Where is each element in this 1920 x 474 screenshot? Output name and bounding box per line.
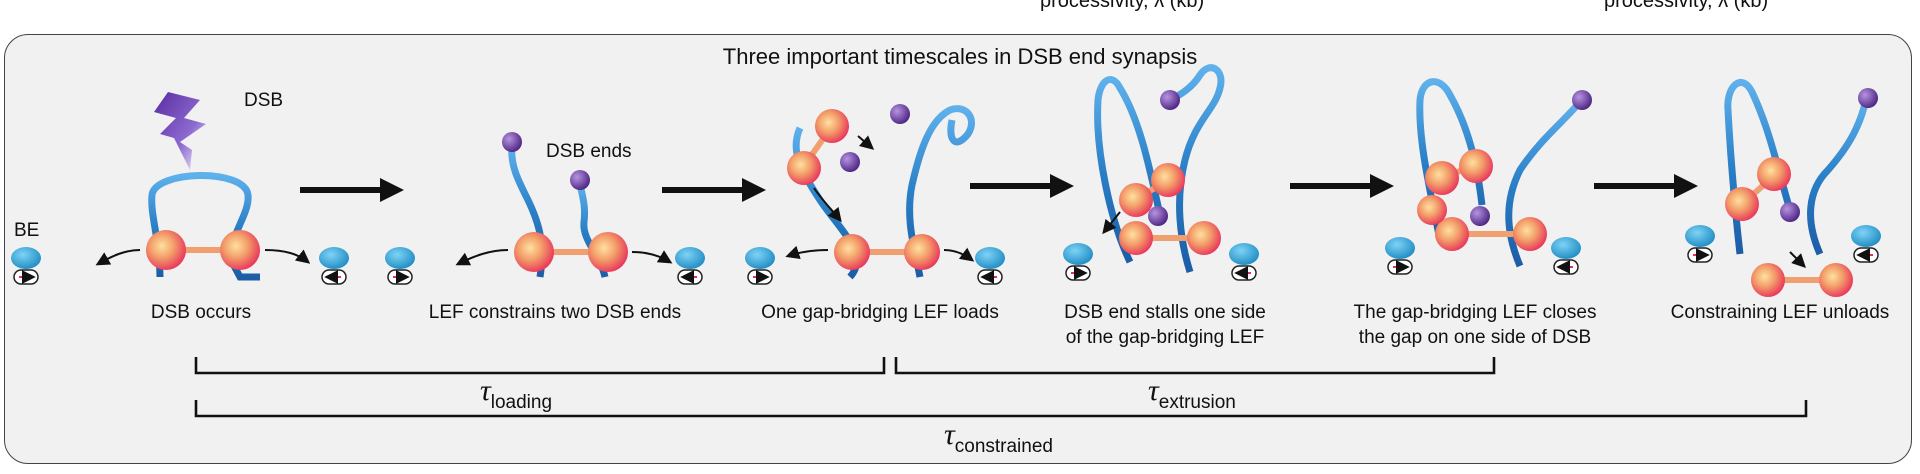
bracket-extrusion xyxy=(894,357,1496,375)
lef-ring xyxy=(1417,195,1447,225)
tau-loading: τloading xyxy=(480,374,552,413)
lef-ring xyxy=(1187,221,1221,255)
unloaded-lef xyxy=(1751,263,1785,297)
extrusion-arrow xyxy=(943,247,975,262)
dsb-end-icon xyxy=(1470,206,1490,226)
boundary-element xyxy=(675,247,705,285)
boundary-element xyxy=(975,247,1005,285)
loading-arrow xyxy=(813,187,842,223)
gap-bridging-lef xyxy=(787,151,821,185)
dsb-label: DSB xyxy=(244,90,283,111)
gap-bridging-lef xyxy=(1151,163,1185,197)
boundary-element xyxy=(1851,225,1881,263)
step-caption: Constraining LEF unloads xyxy=(1670,302,1890,323)
figure-title: Three important timescales in DSB end sy… xyxy=(722,44,1198,69)
gap-bridging-lef xyxy=(815,109,849,143)
dsb-end-icon xyxy=(840,152,860,172)
dsb-bolt-icon xyxy=(154,92,206,170)
extrusion-arrow xyxy=(455,249,509,266)
extrusion-arrow xyxy=(785,245,829,260)
extrusion-arrow xyxy=(631,250,673,264)
processivity-fragment-left: processivity, λ (kb) xyxy=(1040,0,1205,12)
step-1-dsb-occurs xyxy=(6,92,359,285)
bracket-constrained xyxy=(194,400,1808,418)
dsb-end-icon xyxy=(1572,90,1592,110)
boundary-element xyxy=(1551,237,1581,275)
dsb-end-icon xyxy=(1858,88,1878,108)
gap-bridging-lef xyxy=(1119,183,1153,217)
lef-ring xyxy=(834,234,870,270)
boundary-element xyxy=(319,247,349,285)
lef-ring xyxy=(514,232,554,272)
step-caption: LEF constrains two DSB ends xyxy=(428,302,682,323)
step-caption: One gap-bridging LEF loads xyxy=(761,302,999,323)
lef-ring xyxy=(220,230,260,270)
dna-arm xyxy=(1168,64,1225,274)
step-4-dsb-end-stalls xyxy=(1054,64,1274,281)
lef-ring xyxy=(1513,217,1547,251)
loading-arrow xyxy=(857,135,875,150)
extrusion-arrow xyxy=(95,249,141,266)
unloaded-lef xyxy=(1819,263,1853,297)
lef-ring xyxy=(588,232,628,272)
step-caption: DSB end stalls one side of the gap-bridg… xyxy=(1064,302,1266,348)
processivity-fragment-right: processivity, λ (kb) xyxy=(1604,0,1769,12)
dsb-end-icon xyxy=(570,170,590,190)
dsb-end-icon xyxy=(502,132,522,152)
dsb-end-icon xyxy=(1148,206,1168,226)
boundary-element xyxy=(1385,237,1415,275)
lef-ring xyxy=(1119,221,1153,255)
dsb-ends-label: DSB ends xyxy=(546,141,632,162)
step-6-constraining-lef-unloads xyxy=(1676,79,1884,297)
tau-constrained: τconstrained xyxy=(944,418,1053,457)
bracket-loading xyxy=(194,357,886,375)
step-5-gap-closes xyxy=(1374,78,1592,275)
gap-bridging-lef xyxy=(1425,161,1459,195)
boundary-element xyxy=(745,247,775,285)
boundary-element xyxy=(385,247,415,285)
boundary-element xyxy=(1685,225,1715,263)
dna-arm xyxy=(1807,99,1870,256)
lef-ring xyxy=(1435,217,1469,251)
gap-bridging-lef xyxy=(1459,149,1493,183)
step-caption: The gap-bridging LEF closes the gap on o… xyxy=(1353,302,1597,348)
boundary-element xyxy=(11,247,41,285)
extrusion-arrow xyxy=(1102,211,1121,235)
gap-bridging-lef xyxy=(1757,157,1791,191)
step-caption: DSB occurs xyxy=(150,302,252,323)
boundary-element xyxy=(1063,243,1093,281)
dsb-end-icon xyxy=(1160,90,1180,110)
lef-ring xyxy=(904,234,940,270)
extrusion-arrow xyxy=(264,249,311,264)
lef-ring xyxy=(146,230,186,270)
boundary-element xyxy=(1229,243,1259,281)
be-label: BE xyxy=(14,220,39,241)
step-3-gap-bridging-lef-loads xyxy=(736,104,1014,285)
dsb-end-icon xyxy=(1780,202,1800,222)
tau-extrusion: τextrusion xyxy=(1148,374,1236,413)
gap-bridging-lef xyxy=(1725,187,1759,221)
step-2-lef-constrains-ends xyxy=(378,132,716,285)
dna-loop xyxy=(1094,76,1164,264)
unload-arrow xyxy=(1789,251,1806,268)
dsb-end-icon xyxy=(890,104,910,124)
dna-arm xyxy=(906,105,975,278)
